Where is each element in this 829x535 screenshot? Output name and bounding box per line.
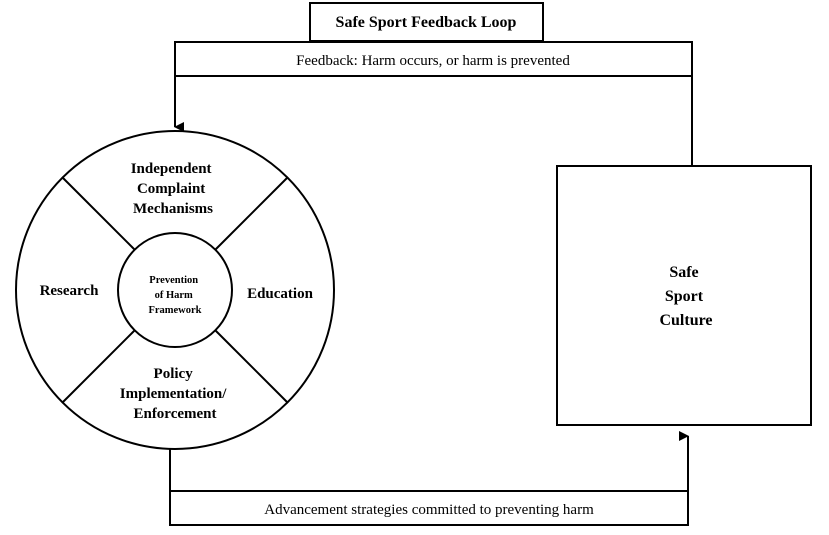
inner-circle	[117, 232, 233, 348]
divider-top-right	[214, 176, 289, 251]
advancement-label: Advancement strategies committed to prev…	[264, 502, 594, 518]
segment-policy: Policy Implementation/ Enforcement	[120, 366, 230, 422]
segment-education: Education	[247, 286, 314, 302]
title-text: Safe Sport Feedback Loop	[336, 14, 517, 31]
culture-label: Safe Sport Culture	[659, 264, 712, 329]
divider-top-left	[61, 176, 136, 251]
culture-box	[556, 165, 812, 426]
advancement-box	[169, 490, 689, 526]
segment-research: Research	[40, 283, 100, 299]
feedback-box	[174, 41, 693, 77]
prevention-wheel: Prevention of Harm Framework Independent…	[15, 130, 335, 450]
feedback-label: Feedback: Harm occurs, or harm is preven…	[296, 53, 570, 69]
title-box	[309, 2, 544, 42]
divider-bottom-right	[214, 329, 289, 404]
segment-complaint-mechanisms: Independent Complaint Mechanisms	[131, 161, 216, 217]
divider-bottom-left	[61, 329, 136, 404]
center-label: Prevention of Harm Framework	[148, 275, 201, 316]
